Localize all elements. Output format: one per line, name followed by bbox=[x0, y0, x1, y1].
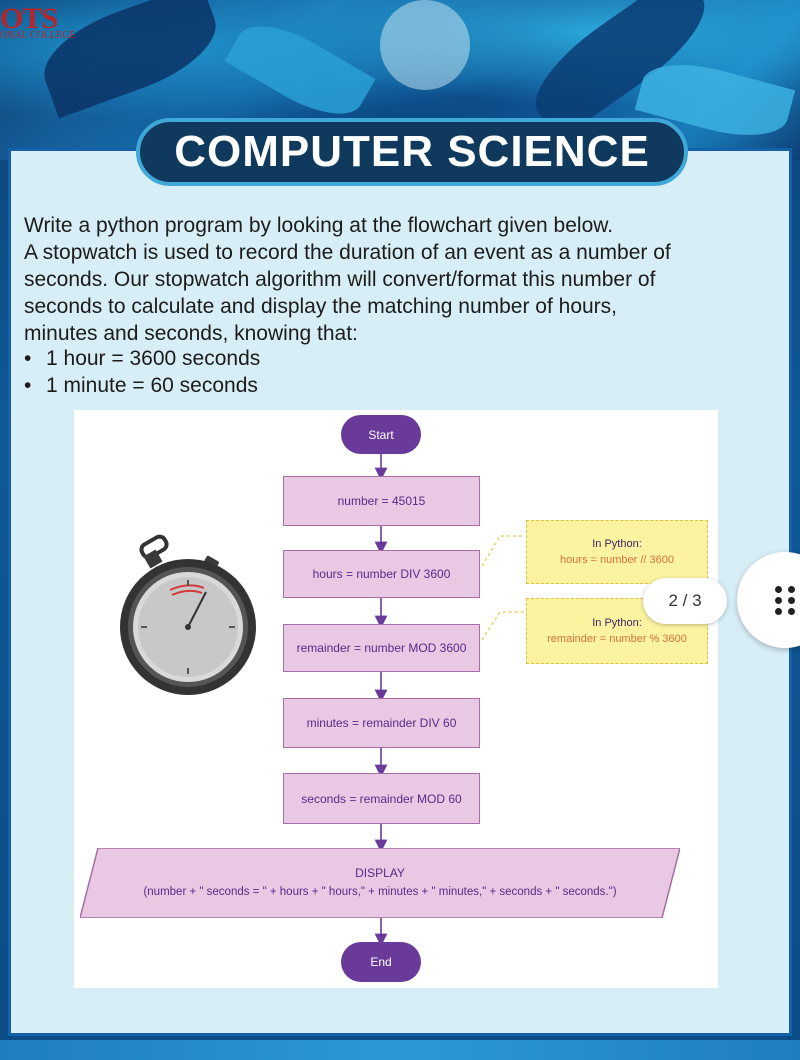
leaf-decoration bbox=[380, 0, 470, 90]
more-dots-icon bbox=[775, 586, 797, 615]
bottom-decoration bbox=[0, 1040, 800, 1060]
college-logo-subtitle: ONAL COLLEGE bbox=[0, 30, 76, 41]
page-indicator[interactable]: 2 / 3 bbox=[643, 578, 727, 624]
intro-line: A stopwatch is used to record the durati… bbox=[24, 241, 671, 264]
flow-step-remainder: remainder = number MOD 3600 bbox=[283, 624, 480, 672]
stopwatch-icon bbox=[120, 534, 256, 695]
flow-step-minutes: minutes = remainder DIV 60 bbox=[283, 698, 480, 748]
display-expression: (number + " seconds = " + hours + " hour… bbox=[143, 886, 617, 898]
note-title: In Python: bbox=[592, 538, 642, 550]
title-banner: COMPUTER SCIENCE bbox=[136, 118, 688, 186]
display-label: DISPLAY bbox=[355, 866, 405, 880]
flow-step-hours: hours = number DIV 3600 bbox=[283, 550, 480, 598]
flow-step-number: number = 45015 bbox=[283, 476, 480, 526]
end-terminal: End bbox=[341, 942, 421, 982]
note-code: hours = number // 3600 bbox=[559, 554, 675, 566]
note-code: remainder = number % 3600 bbox=[547, 633, 687, 645]
page-title: COMPUTER SCIENCE bbox=[174, 127, 650, 176]
display-io-shape bbox=[80, 848, 680, 918]
bullet-item: • 1 minute = 60 seconds bbox=[24, 372, 524, 399]
bullet-text: 1 hour = 3600 seconds bbox=[46, 347, 261, 370]
intro-line: seconds. Our stopwatch algorithm will co… bbox=[24, 268, 656, 291]
start-terminal: Start bbox=[341, 415, 421, 454]
college-logo: OTS bbox=[0, 2, 58, 35]
note-title: In Python: bbox=[592, 617, 642, 629]
bullet-text: 1 minute = 60 seconds bbox=[46, 374, 258, 397]
bullet-dot: • bbox=[24, 347, 32, 370]
python-note-hours: In Python: hours = number // 3600 bbox=[526, 520, 708, 584]
bullet-list: • 1 hour = 3600 seconds • 1 minute = 60 … bbox=[24, 345, 524, 399]
intro-line: seconds to calculate and display the mat… bbox=[24, 295, 618, 318]
bullet-dot: • bbox=[24, 374, 32, 397]
bullet-item: • 1 hour = 3600 seconds bbox=[24, 345, 524, 372]
flow-step-seconds: seconds = remainder MOD 60 bbox=[283, 773, 480, 824]
intro-line: minutes and seconds, knowing that: bbox=[24, 322, 358, 345]
intro-text: Write a python program by looking at the… bbox=[24, 212, 784, 347]
display-text: DISPLAY (number + " seconds = " + hours … bbox=[80, 866, 680, 898]
intro-line: Write a python program by looking at the… bbox=[24, 214, 614, 237]
